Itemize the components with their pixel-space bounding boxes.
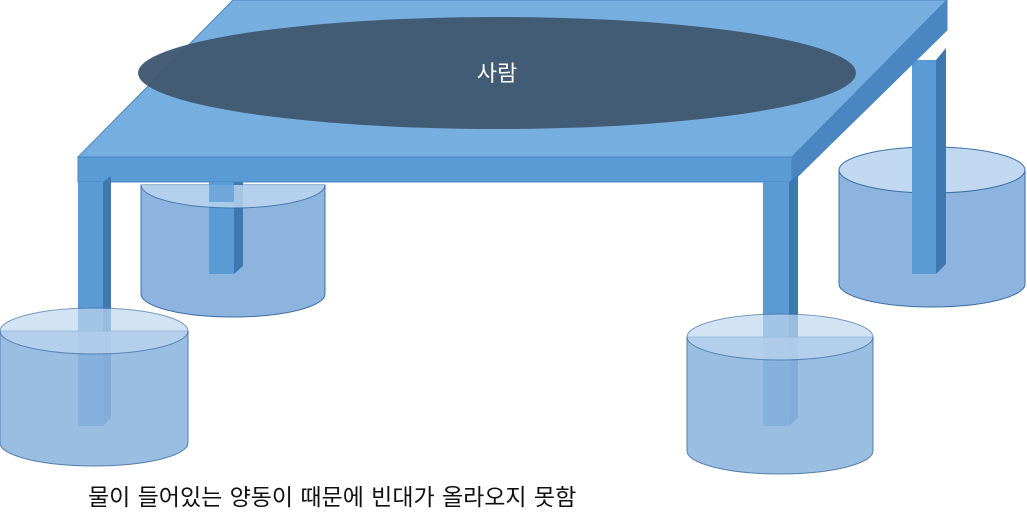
person-label: 사람: [477, 62, 517, 87]
bucket-front-left: [0, 307, 189, 467]
caption: 물이 들어있는 양동이 때문에 빈대가 올라오지 못함: [88, 485, 577, 511]
bucket-back-left-rim: [140, 182, 326, 209]
person-shape: 사람: [138, 17, 856, 129]
bucket-front-right: [686, 313, 874, 475]
table-leg-back-right: [912, 48, 946, 274]
